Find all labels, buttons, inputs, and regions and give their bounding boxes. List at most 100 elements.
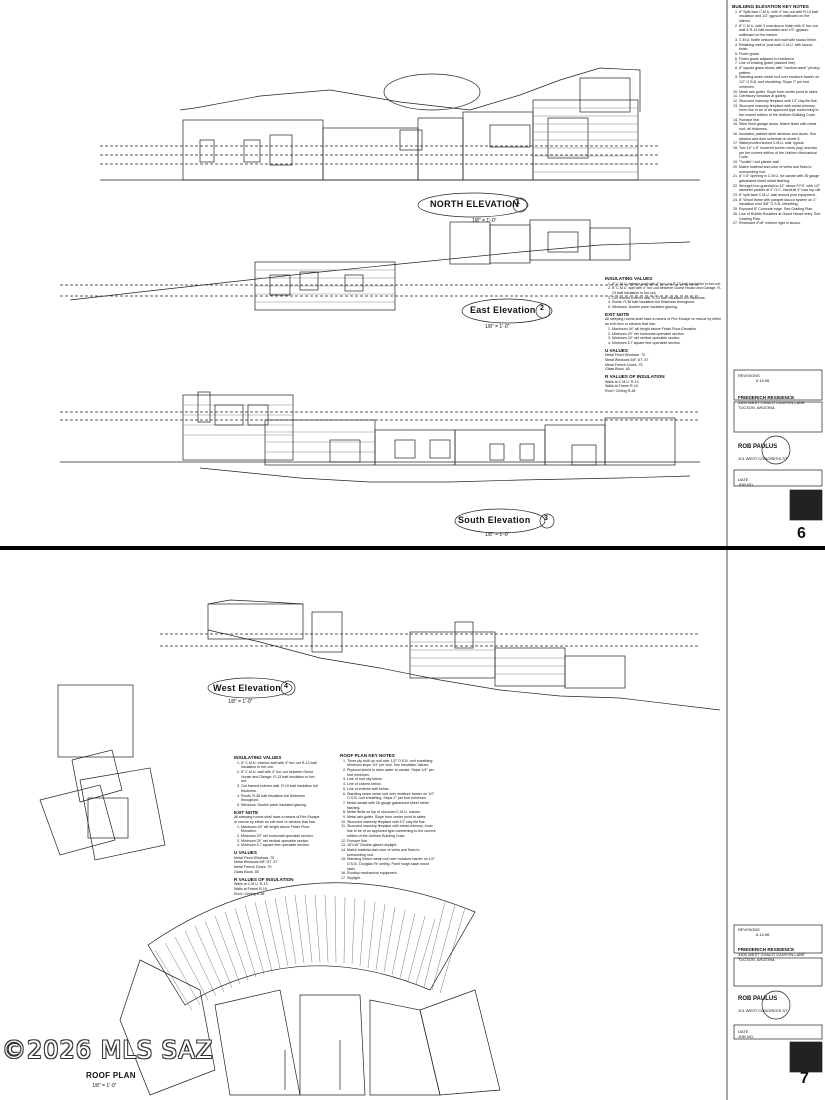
project-address-2: TUCSON, ARIZONA <box>738 957 775 962</box>
architect-name: ROB PAULUS <box>738 996 778 1002</box>
south-elevation-scale: 1/8" = 1'-0" <box>485 532 510 538</box>
roof-plan-title: ROOF PLAN <box>86 1071 136 1080</box>
key-note: Stuccoed masonry fireplace with metal ch… <box>739 104 822 118</box>
insulating-values-block-sheet7: INSULATING VALUES 8" C.M.U. exterior wal… <box>234 755 320 896</box>
key-note: Wrought iron guardrail to 42" above F.F.… <box>739 184 822 193</box>
roof-plan-key-notes: ROOF PLAN KEY NOTES Three ply built up r… <box>340 753 436 881</box>
roof-note: Metal canale with 26 gauge galvanized sh… <box>347 801 436 810</box>
roof-note: Line of exterior wall below. <box>347 787 436 792</box>
project-name: FRIEDERICH RESIDENCE <box>738 947 795 952</box>
revision-date: 6.14.96 <box>756 932 770 937</box>
exit-item: Maximum 44" sill height above Finish Flo… <box>241 825 320 834</box>
job-label: JOB NO. <box>738 482 755 487</box>
insulating-item: 8" C.M.U. exterior wall with 4" furr-out… <box>612 282 723 287</box>
key-note: Finish grade. <box>739 52 822 57</box>
r-value-row: Roof / Ceiling R-38 <box>234 891 265 896</box>
exit-item: Minimum 24" net vertical openable sectio… <box>612 336 723 341</box>
roof-note: 16"x16" Double glazed skylight. <box>347 843 436 848</box>
insulating-item: Roofs: R-38 batt insulation full thickne… <box>241 794 320 803</box>
project-address-1: 3300 WEST CHACO CANYON LANE <box>738 400 805 405</box>
key-notes-title: BUILDING ELEVATION KEY NOTES <box>732 4 809 9</box>
r-value-row: Walls at C.M.U. R-13 <box>234 882 268 887</box>
insulating-item: Windows: Double pane insulated glazing. <box>612 305 723 310</box>
exit-item: Maximum 44" sill height above Finish Flo… <box>612 327 723 332</box>
title-block: REVISIONS 6.14.96 FRIEDERICH RESIDENCE 3… <box>738 373 822 487</box>
sheet-number-7: 7 <box>800 1070 809 1087</box>
insulating-title: INSULATING VALUES <box>234 755 282 760</box>
r-value-row: Walls at C.M.U. R-13 <box>605 379 639 384</box>
roof-note: Plywood shield to drain water to canale.… <box>347 768 436 777</box>
architect-name: ROB PAULUS <box>738 444 778 450</box>
r-values-title: R VALUES OF INSULATION <box>234 876 294 882</box>
u-value-row: Metal Windows 5/8" DT .57 <box>234 860 278 865</box>
key-note: Recessed 4"x8" exterior light in stucco. <box>739 221 822 226</box>
exit-item: Minimum 20" net horizontal openable sect… <box>241 834 320 839</box>
revisions-label: REVISIONS <box>738 373 760 378</box>
title-block-sheet7: REVISIONS 6.14.96 FRIEDERICH RESIDENCE 3… <box>738 927 822 1039</box>
roof-plan-scale: 1/8" = 1'-0" <box>92 1083 117 1089</box>
roof-note: Stuccoed masonry fireplace with metal ch… <box>347 824 436 838</box>
date-label: DATE <box>738 1029 749 1034</box>
revisions-label: REVISIONS <box>738 927 760 932</box>
roof-note: Match material and color of vents and fl… <box>347 848 436 857</box>
firm-line: 101 WEST CONGRESS ST <box>738 1008 788 1013</box>
date-label: DATE <box>738 477 749 482</box>
west-elevation-number: 4 <box>284 683 289 690</box>
key-note: Metal rain gutter. Slope from center poi… <box>739 90 822 95</box>
exit-note-text: All sleeping rooms shall have a means of… <box>605 317 722 327</box>
insulating-item: 8" C.M.U. wall with 4" furr-out between … <box>612 286 723 295</box>
u-values-title: U VALUES <box>234 850 257 856</box>
insulating-item: Roofs: R-38 batt insulation full thickne… <box>612 300 723 305</box>
roof-note: Furnace flue. <box>347 839 436 844</box>
sheet-number-6: 6 <box>797 525 806 542</box>
u-value-row: Metal Fixed Windows .75 <box>605 353 646 358</box>
u-value-row: Metal French Doors .75 <box>605 362 643 367</box>
key-note: Steel flush garage doors. Match finish w… <box>739 122 822 131</box>
u-value-row: Metal Fixed Windows .75 <box>234 855 275 860</box>
key-note: "Scuttle" roof planter wall. <box>739 160 822 165</box>
west-elevation-title: West Elevation <box>213 683 282 693</box>
building-elevation-key-notes: BUILDING ELEVATION KEY NOTES 8" Split-fa… <box>732 4 822 226</box>
exit-note-title: EXIT NOTE <box>234 809 259 815</box>
drawing-sheet-6: NORTH ELEVATION 1 1/8" = 1'-0" East Elev… <box>0 0 825 546</box>
u-values-title: U VALUES <box>605 347 628 353</box>
key-note: C.M.U. bottle w/stone and wall with stuc… <box>739 38 822 43</box>
roof-note: Rooftop mechanical equipment. <box>347 871 436 876</box>
key-note: Match material and color of vents and fl… <box>739 165 822 174</box>
drawing-sheet-7: West Elevation 4 1/8" = 1'-0" ROOF PLAN … <box>0 550 825 1100</box>
key-note: 8" Split-face C.M.U. with 4" furr-out wi… <box>739 10 822 24</box>
insulating-item: 8" C.M.U. exterior wall with 4" furr-out… <box>241 761 320 770</box>
project-name: FRIEDERICH RESIDENCE <box>738 395 795 400</box>
key-note: Furnace flue. <box>739 118 822 123</box>
insulating-item: 8" C.M.U. wall with 4" furr-out between … <box>241 770 320 784</box>
key-note: Waterproofed kicked C.M.U. wall, typical… <box>739 141 822 146</box>
key-note: Line of Rubble Boulders at Guest House e… <box>739 212 822 221</box>
east-elevation-scale: 1/8" = 1'-0" <box>485 324 510 330</box>
exit-item: Minimum 24" net vertical openable sectio… <box>241 839 320 844</box>
key-note: 8" square glass blocks with "random wave… <box>739 66 822 75</box>
exit-item: Minimum 5.7 square feet openable section… <box>612 341 723 346</box>
sheet-divider <box>0 546 825 550</box>
copyright-watermark: ©2026 MLS SAZ <box>2 1036 214 1064</box>
roof-note: Three ply built up roof over 1/2" O.S.B.… <box>347 759 436 768</box>
roof-note: Line of column below. <box>347 782 436 787</box>
roof-note: Skylight. <box>347 876 436 881</box>
revision-date: 6.14.96 <box>756 378 770 383</box>
south-elevation-title: South Elevation <box>458 515 531 525</box>
firm-line: 101 WEST CONGRESS ST <box>738 456 788 461</box>
key-note: Exposed 8" Concrete edge. See Grading Pl… <box>739 207 822 212</box>
r-value-row: Walls at Frame R-19 <box>234 886 267 891</box>
elevations-drawing <box>60 0 823 546</box>
north-elevation-title: NORTH ELEVATION <box>430 199 520 209</box>
roof-notes-title: ROOF PLAN KEY NOTES <box>340 753 395 758</box>
north-elevation-number: 1 <box>516 199 521 206</box>
insulating-item: Windows: Double pane insulated glazing. <box>241 803 320 808</box>
u-value-row: Metal French Doors .75 <box>234 865 272 870</box>
key-note: Clerestory windows at gallery. <box>739 94 822 99</box>
roof-note: Standing seam metal roof over moisture b… <box>347 792 436 801</box>
key-note: Stuccoed masonry fireplace with 13" clay… <box>739 99 822 104</box>
project-address-2: TUCSON, ARIZONA <box>738 405 775 410</box>
insulating-item: Out framed exterior wall. R-19 batt insu… <box>612 296 723 301</box>
key-note: Standing seam metal roof over moisture b… <box>739 75 822 89</box>
r-values-title: R VALUES OF INSULATION <box>605 374 665 380</box>
